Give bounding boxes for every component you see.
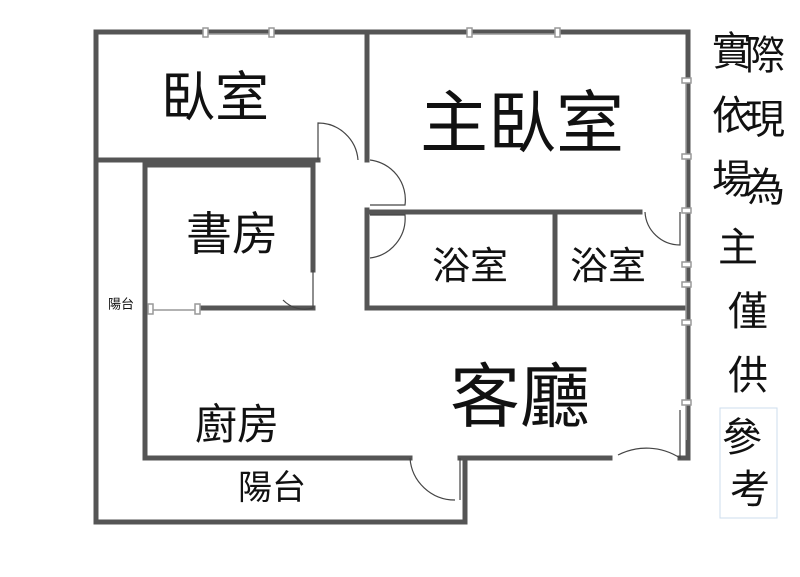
bathroom-wall <box>364 209 691 311</box>
room-label-study: 書房 <box>186 207 278 261</box>
note-char: 實 <box>712 29 752 75</box>
room-label-bathroom-2: 浴室 <box>569 244 647 288</box>
note-char: 僅 <box>728 289 768 335</box>
note-char: 際 <box>745 33 785 79</box>
room-label-bathroom-1: 浴室 <box>431 244 509 288</box>
outer-wall <box>93 29 691 525</box>
room-label-living-room: 客廳 <box>450 356 590 438</box>
room-label-kitchen: 廚房 <box>194 400 280 449</box>
room-label-balcony-bottom: 陽台 <box>238 468 306 508</box>
note-char: 場 <box>712 157 752 203</box>
room-label-bedroom: 臥室 <box>161 66 269 129</box>
note-char: 考 <box>730 467 770 513</box>
room-label-master-bedroom: 主臥室 <box>419 85 625 164</box>
note-char: 供 <box>728 353 768 399</box>
note-char: 現 <box>745 97 785 143</box>
doors <box>282 122 681 501</box>
note-char: 參 <box>722 415 762 461</box>
note-char: 為 <box>745 165 785 211</box>
room-label-balcony-side: 陽台 <box>107 297 135 313</box>
study-wall <box>142 162 316 461</box>
note-char: 依 <box>712 93 752 139</box>
bedroom-wall <box>93 29 370 311</box>
note-char: 主 <box>718 225 758 271</box>
